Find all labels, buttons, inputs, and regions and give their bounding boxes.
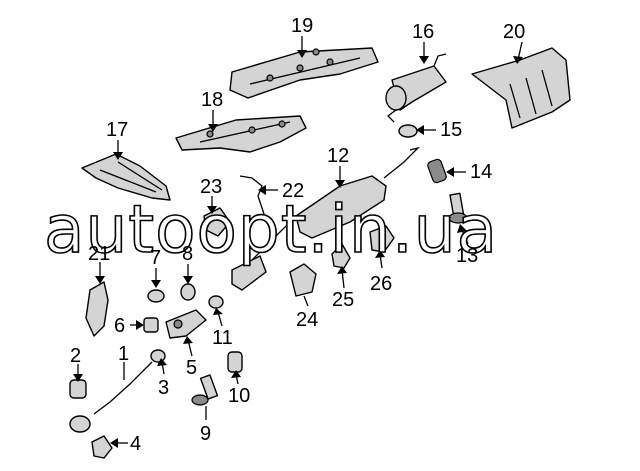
part-18-heat-shield	[175, 115, 307, 153]
callout-1: 1	[118, 343, 129, 365]
callout-3: 3	[158, 377, 169, 399]
callout-16: 16	[412, 21, 434, 43]
part-17-heat-shield	[81, 153, 171, 201]
callout-19: 19	[291, 15, 313, 37]
callout-18: 18	[201, 89, 223, 111]
part-9-bolt	[191, 374, 219, 406]
part-6-bolt	[143, 317, 159, 333]
callout-15: 15	[440, 119, 462, 141]
callout-2: 2	[70, 345, 81, 367]
callout-6: 6	[114, 315, 125, 337]
part-10-sleeve	[227, 351, 243, 373]
part-21-bracket	[85, 281, 109, 337]
callout-14: 14	[470, 161, 492, 183]
callout-24: 24	[296, 309, 318, 331]
part-8-nut	[180, 283, 196, 301]
part-26-hanger	[369, 225, 395, 253]
part-14-hanger	[427, 158, 447, 184]
part-3-ring	[150, 349, 166, 363]
callout-8: 8	[182, 243, 193, 265]
callout-5: 5	[186, 357, 197, 379]
callout-7: 7	[150, 247, 161, 269]
callout-22: 22	[282, 180, 304, 202]
part-11-ring	[208, 295, 224, 309]
callout-9: 9	[200, 423, 211, 445]
callout-12: 12	[327, 145, 349, 167]
callout-25: 25	[332, 289, 354, 311]
callout-23: 23	[200, 176, 222, 198]
part-24-hanger	[289, 263, 317, 297]
part-7-gasket	[147, 289, 165, 303]
callout-17: 17	[106, 119, 128, 141]
callout-21: 21	[88, 243, 110, 265]
callout-13: 13	[456, 245, 478, 267]
callout-10: 10	[228, 385, 250, 407]
callouts: 19 16 20 18 17 15 12 14 22 23 13 21 7 8 …	[70, 15, 525, 455]
part-4-cap	[91, 435, 113, 459]
part-2-insulator	[69, 379, 87, 399]
part-16-rear-muffler	[385, 53, 447, 123]
callout-11: 11	[212, 327, 233, 349]
part-22-bracket	[239, 175, 265, 215]
leader-lines	[73, 36, 523, 448]
part-1-front-pipe	[69, 361, 153, 433]
callout-4: 4	[130, 433, 141, 455]
part-15-gasket	[398, 124, 418, 138]
callout-20: 20	[503, 21, 525, 43]
part-13-bolt	[448, 192, 468, 224]
part-20-heat-shield	[471, 47, 571, 129]
part-19-heat-shield	[229, 47, 379, 99]
watermark-text: autoopt.in.ua	[44, 191, 498, 268]
callout-26: 26	[370, 273, 392, 295]
part-12-center-muffler	[231, 146, 421, 291]
part-25-hanger	[331, 243, 351, 269]
part-23-bracket	[203, 207, 231, 237]
part-5-flex-joint	[165, 309, 207, 339]
